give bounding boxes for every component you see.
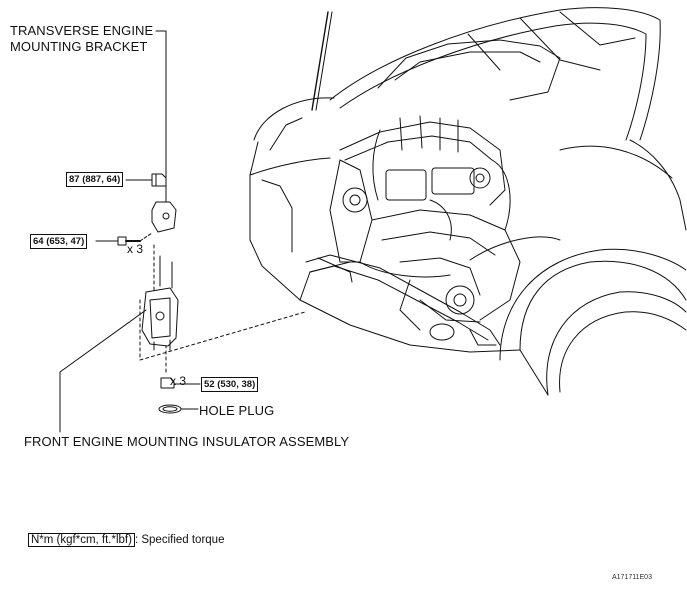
bottom-nut-part [160, 377, 201, 389]
legend-torque-box: N*m (kgf*cm, ft.*lbf) [28, 533, 135, 547]
side-bolt-part [95, 232, 153, 246]
engine-assembly [329, 115, 521, 331]
assembly-dashes [139, 244, 306, 373]
legend-text: : Specified torque [134, 534, 225, 546]
torque-legend: N*m (kgf*cm, ft.*lbf): Specified torque [28, 533, 225, 547]
hood-support-rod [311, 11, 333, 111]
insulator-label: FRONT ENGINE MOUNTING INSULATOR ASSEMBLY [24, 434, 350, 449]
bracket-label-line2: MOUNTING BRACKET [10, 39, 148, 54]
insulator-part [141, 255, 179, 351]
torque-bottom-nut: 52 (530, 38) [201, 377, 259, 392]
subframe [305, 254, 501, 346]
torque-side-bolt: 64 (653, 47) [30, 234, 88, 249]
torque-top-nut: 87 (887, 64) [66, 172, 124, 187]
bracket-leader [155, 30, 167, 209]
vehicle-body [249, 97, 687, 396]
qty-bottom-nut: x 3 [170, 374, 187, 388]
hole-plug-label: HOLE PLUG [199, 403, 275, 418]
bracket-label-line1: TRANSVERSE ENGINE [10, 23, 154, 38]
transverse-bracket-part [151, 201, 177, 233]
hood-outline [329, 7, 661, 141]
hole-plug-part [158, 404, 199, 414]
top-nut-part [125, 173, 167, 187]
qty-side-bolt: x 3 [127, 242, 144, 256]
insulator-leader [59, 309, 147, 433]
figure-id: A171711E03 [612, 574, 652, 581]
